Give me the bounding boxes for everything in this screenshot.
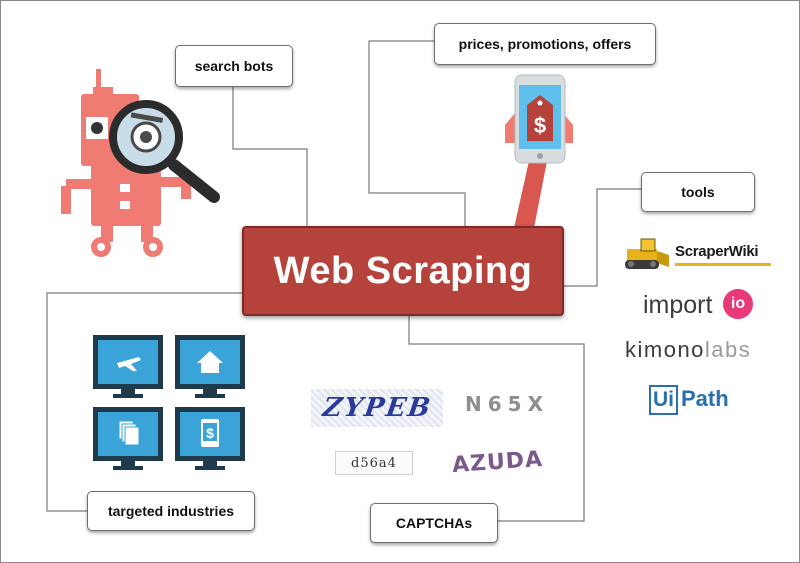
tablet-dollar: $ [206,425,214,441]
connector-tools [560,188,641,287]
central-topic-title: Web Scraping [273,249,533,292]
import-io-logo: import io [643,289,763,323]
price-tag-dollar: $ [534,113,546,138]
node-captchas: CAPTCHAs [370,503,498,543]
captcha-text-3: d56a4 [351,455,397,471]
airplane-icon [117,357,141,371]
captcha-text-2: N65X [465,392,549,416]
monitor-finance: $ [175,407,245,470]
uipath-path-text: Path [681,386,729,411]
phone-price-tag-illustration: $ [505,74,573,228]
central-topic: Web Scraping [242,226,564,316]
monitor-real-estate [175,335,245,398]
node-search-bots-label: search bots [194,58,274,74]
kimono-labs-logo: kimonolabs [625,337,775,367]
io-text: io [730,295,746,312]
monitor-travel [93,335,163,398]
node-targeted-industries-label: targeted industries [107,503,235,519]
import-text: import [643,291,713,319]
connector-industries [46,292,242,512]
node-tools-label: tools [681,184,715,200]
documents-icon [118,420,140,446]
labs-text: labs [704,337,752,362]
connector-captchas [408,312,585,522]
scraperwiki-text: ScraperWiki [675,243,759,260]
node-prices: prices, promotions, offers [434,23,656,65]
node-tools: tools [641,172,755,212]
io-badge: io [723,289,753,319]
robot-magnifier-illustration [61,69,220,257]
node-captchas-label: CAPTCHAs [395,515,473,531]
captcha-text-4: AZUDA [451,446,545,478]
scraperwiki-underline [675,263,771,266]
node-targeted-industries: targeted industries [87,491,255,531]
connector-prices [368,40,466,226]
captcha-text-1: ZYPEB [320,393,434,423]
captcha-sample-4: AZUDA [451,445,545,479]
bulldozer-icon [625,238,669,269]
captcha-sample-1: ZYPEB [311,389,443,427]
captcha-sample-2: N65X [463,389,551,419]
house-icon [197,351,223,373]
node-search-bots: search bots [175,45,293,87]
captcha-sample-3: d56a4 [335,451,413,475]
connector-search-bots [232,84,308,226]
scraperwiki-logo: ScraperWiki [623,235,773,271]
monitor-documents [93,407,163,470]
node-prices-label: prices, promotions, offers [458,36,632,52]
industry-monitors-illustration: $ [93,335,245,470]
uipath-ui-box: Ui [649,385,678,415]
kimono-text: kimono [625,337,705,362]
